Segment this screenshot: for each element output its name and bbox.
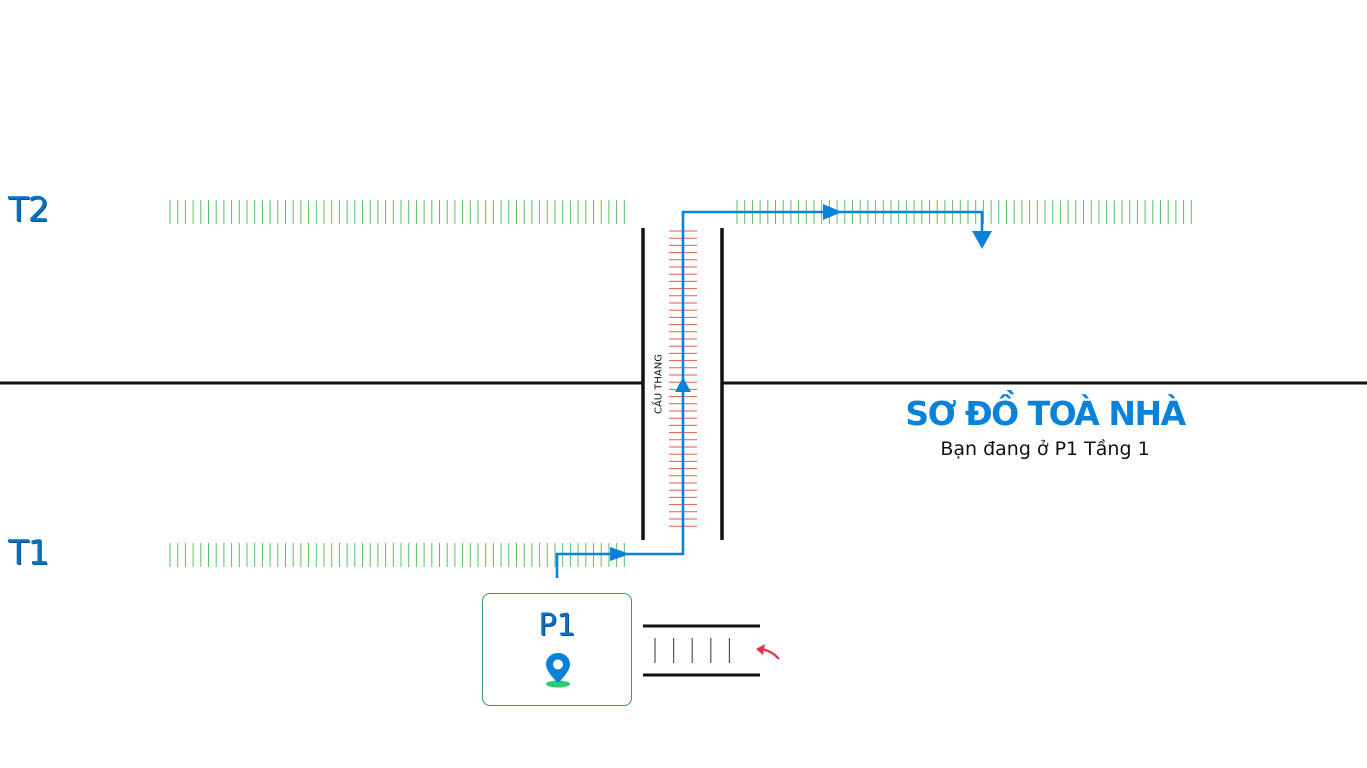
route-arrow-t2-icon bbox=[823, 204, 842, 220]
stairs-label: CẦU THANG bbox=[653, 353, 665, 415]
route-arrow-up-icon bbox=[675, 377, 691, 392]
route-path bbox=[555, 204, 992, 578]
floor-label-t2: T2 bbox=[8, 190, 49, 230]
room-p1[interactable]: P1 bbox=[482, 593, 632, 706]
location-subtitle: Bạn đang ở P1 Tầng 1 bbox=[940, 438, 1150, 460]
route-arrow-t1-icon bbox=[610, 547, 630, 561]
entrance-ticks bbox=[654, 638, 731, 663]
floor-label-t1: T1 bbox=[8, 533, 49, 573]
location-pin-icon bbox=[546, 653, 570, 688]
route-arrow-down-icon bbox=[972, 231, 992, 249]
room-p1-label: P1 bbox=[538, 608, 576, 643]
map-title: SƠ ĐỒ TOÀ NHÀ bbox=[905, 394, 1186, 433]
entry-arrow-icon bbox=[756, 644, 780, 660]
floor-t2-corridor-left bbox=[169, 200, 625, 224]
